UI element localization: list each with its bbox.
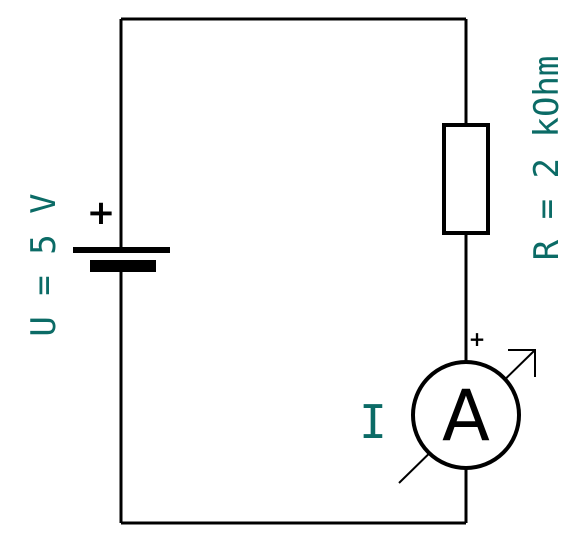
ammeter-arrow-head [508, 349, 536, 377]
resistor-label: R = 2 kOhm [527, 56, 567, 261]
battery-plus-sign: + [87, 193, 116, 233]
battery-symbol: + [73, 193, 170, 272]
ammeter-circle [411, 360, 521, 470]
circuit-wires [119, 17, 468, 525]
ammeter-symbol: A + [398, 327, 536, 484]
current-label: I [359, 395, 387, 449]
ammeter-letter: A [442, 375, 490, 457]
ammeter-plus-sign: + [469, 327, 486, 351]
resistor-symbol [442, 123, 490, 235]
battery-voltage-label: U = 5 V [24, 193, 64, 336]
